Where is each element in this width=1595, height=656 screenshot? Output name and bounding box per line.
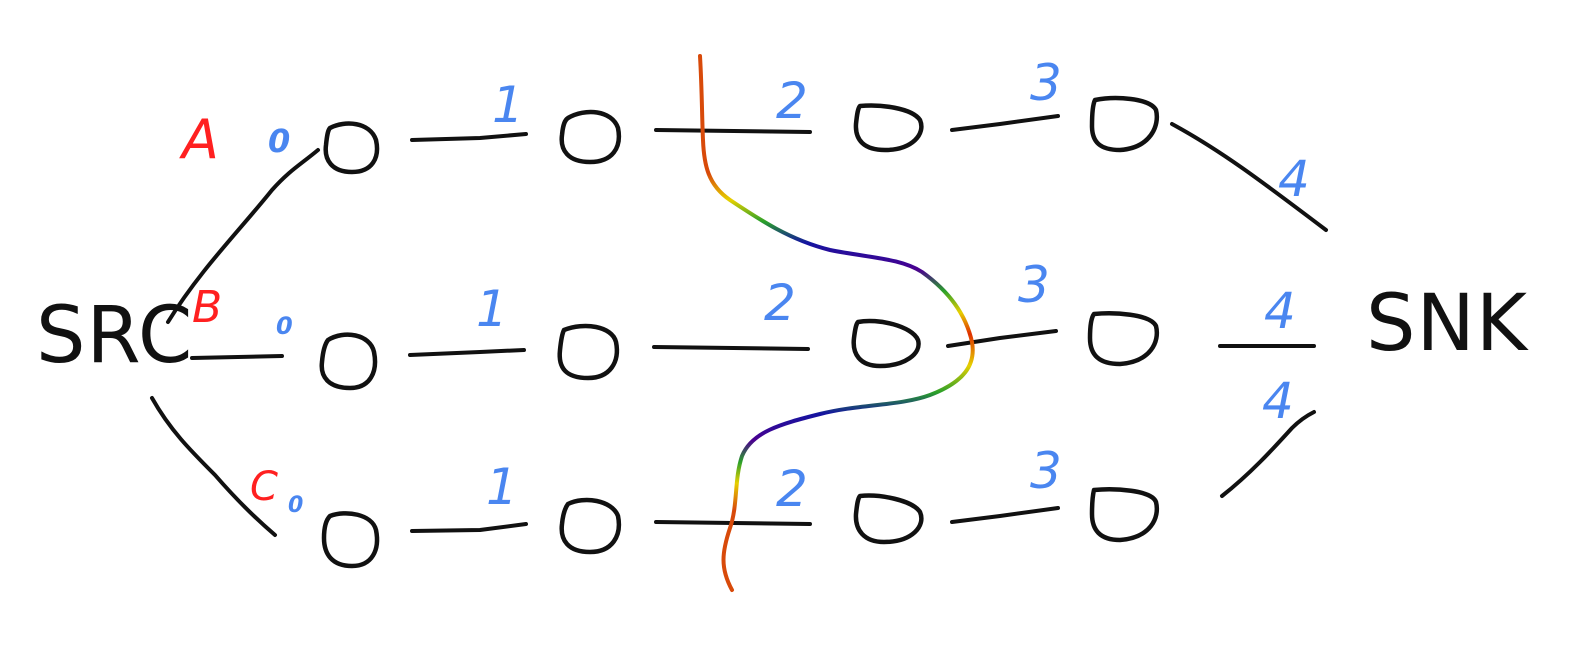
edge-a3-a4 — [950, 114, 1060, 132]
node-b1 — [319, 332, 378, 391]
weight-c-2: 2 — [776, 460, 808, 518]
sink-label: SNK — [1366, 279, 1529, 369]
node-c3 — [853, 493, 924, 545]
weight-b-2: 2 — [764, 274, 796, 332]
edge-c4-snk — [1220, 410, 1316, 498]
weight-b-4: 4 — [1264, 282, 1296, 340]
weight-c-1: 1 — [486, 458, 518, 516]
weight-a-1: 1 — [492, 76, 524, 134]
row-label-a: A — [179, 108, 219, 171]
edge-src-c — [150, 396, 277, 537]
row-label-b: B — [192, 282, 222, 333]
row-label-c: C — [250, 464, 278, 510]
weight-src-b: 0 — [276, 312, 293, 340]
weight-a-3: 3 — [1030, 54, 1062, 112]
min-cut-curve — [698, 54, 975, 592]
edge-a1-a2 — [410, 132, 528, 142]
edge-b2-b3 — [652, 345, 810, 351]
weight-b-1: 1 — [476, 280, 508, 338]
edge-src-b — [190, 354, 284, 360]
weight-c-3: 3 — [1030, 442, 1062, 500]
edge-b1-b2 — [408, 348, 526, 357]
weight-b-3: 3 — [1018, 256, 1050, 314]
node-b3 — [851, 318, 921, 369]
weight-src-a: 0 — [268, 122, 290, 160]
node-a2 — [559, 109, 622, 165]
edge-c3-c4 — [950, 506, 1060, 524]
edge-b3-b4 — [946, 329, 1058, 348]
edge-a4-snk — [1170, 122, 1328, 232]
node-b2 — [557, 323, 620, 381]
node-c2 — [559, 497, 622, 555]
weight-src-c: 0 — [288, 493, 303, 518]
edge-a2-a3 — [654, 128, 812, 134]
node-b4 — [1087, 311, 1160, 367]
edge-c1-c2 — [410, 522, 528, 533]
edge-src-a — [166, 148, 320, 324]
weight-c-4: 4 — [1262, 372, 1294, 430]
node-c1 — [321, 511, 380, 569]
node-a1 — [323, 121, 380, 175]
node-c4 — [1089, 487, 1160, 543]
node-a3 — [853, 103, 924, 153]
weight-a-2: 2 — [776, 72, 808, 130]
node-a4 — [1089, 95, 1160, 153]
source-label: SRC — [36, 291, 193, 381]
weight-a-4: 4 — [1278, 150, 1310, 208]
